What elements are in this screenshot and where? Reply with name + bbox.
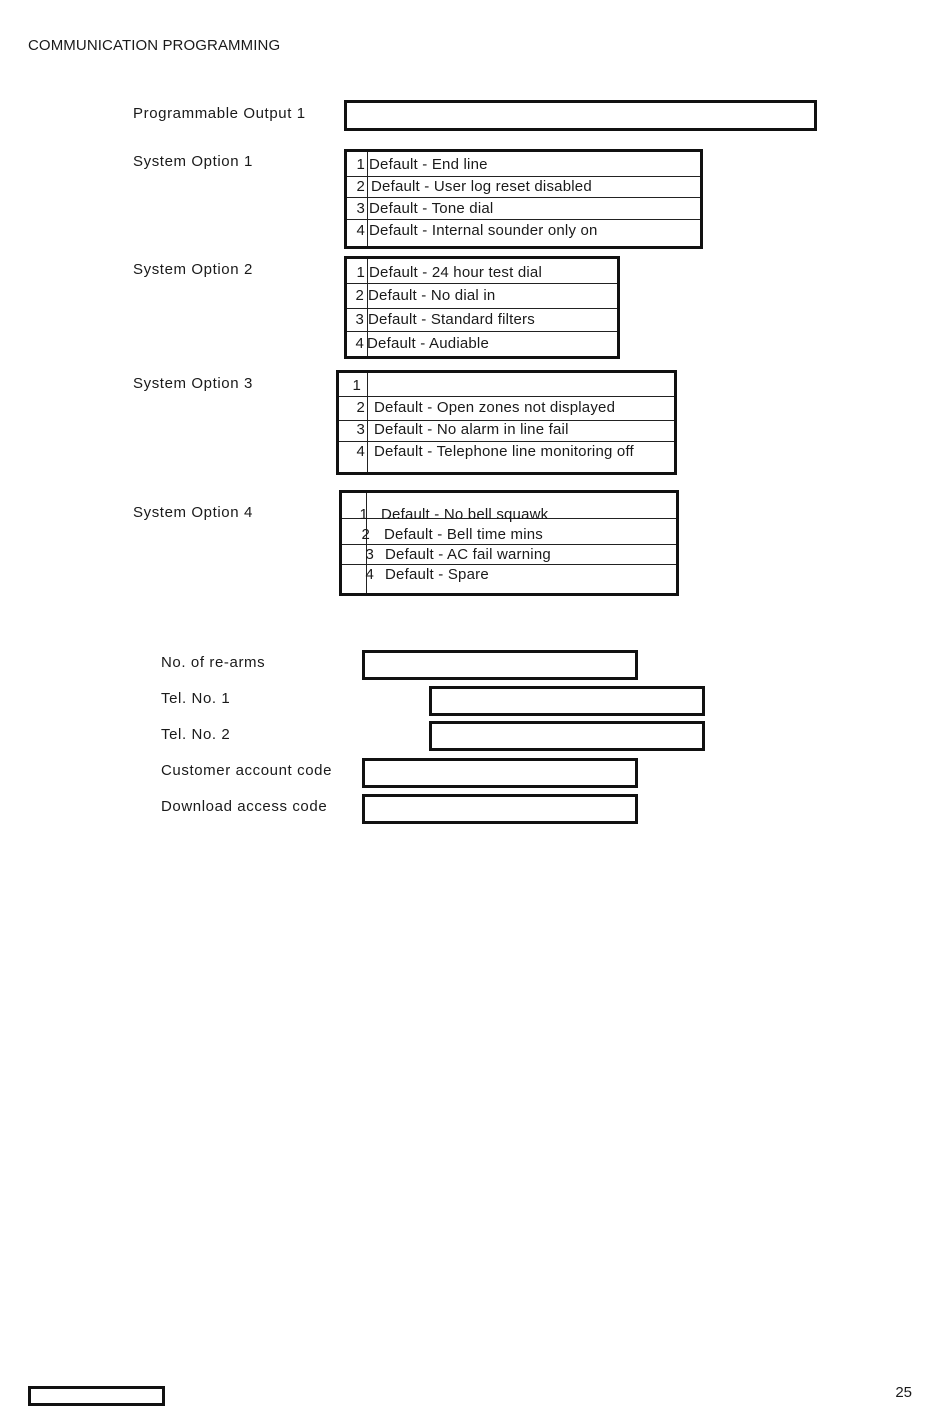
table-row[interactable]: 4 Default - Telephone line monitoring of…	[339, 441, 674, 463]
table-row[interactable]: 3 Default - Standard filters	[347, 309, 617, 331]
table-row[interactable]: 4 Default - Spare	[342, 564, 676, 586]
option-text: Default - No bell squawk	[381, 506, 549, 523]
system-option-4-table: 1 Default - No bell squawk 2 Default - B…	[339, 490, 679, 596]
rearms-label: No. of re-arms	[161, 654, 266, 671]
page-title: COMMUNICATION PROGRAMMING	[28, 37, 281, 54]
option-number: 3	[355, 311, 364, 328]
option-number: 1	[359, 506, 368, 523]
option-text: Default - No alarm in line fail	[374, 421, 569, 438]
option-number: 3	[356, 421, 365, 438]
tel-no-2-field[interactable]	[429, 721, 705, 751]
option-number: 1	[356, 264, 365, 281]
option-text: Default - AC fail warning	[385, 546, 551, 563]
option-number: 2	[355, 287, 364, 304]
customer-account-code-label: Customer account code	[161, 762, 333, 779]
system-option-2-label: System Option 2	[133, 261, 253, 278]
tel-no-2-label: Tel. No. 2	[161, 726, 231, 743]
table-row[interactable]: 1 Default - End line	[347, 154, 700, 176]
option-text: Default - Bell time mins	[384, 526, 544, 543]
table-row[interactable]: 1 Default - 24 hour test dial	[347, 262, 617, 284]
option-number: 2	[356, 399, 365, 416]
tel-no-1-field[interactable]	[429, 686, 705, 716]
page-number: 25	[895, 1384, 912, 1401]
table-row[interactable]: 3 Default - Tone dial	[347, 198, 700, 220]
footer-bar	[28, 1386, 165, 1406]
option-text: Default - End line	[369, 156, 488, 173]
option-number: 4	[365, 566, 374, 583]
system-option-1-table: 1 Default - End line 2 Default - User lo…	[344, 149, 703, 249]
system-option-3-table: 1 2 Default - Open zones not displayed 3…	[336, 370, 677, 475]
table-row[interactable]: 1 Default - No bell squawk	[342, 504, 676, 526]
download-access-code-field[interactable]	[362, 794, 638, 824]
table-row[interactable]: 4 Default - Audiable	[347, 333, 617, 355]
rearms-field[interactable]	[362, 650, 638, 680]
table-row[interactable]: 3 Default - AC fail warning	[342, 544, 676, 566]
system-option-2-table: 1 Default - 24 hour test dial 2 Default …	[344, 256, 620, 359]
option-number: 4	[356, 443, 365, 460]
option-text: Default - Standard filters	[368, 311, 535, 328]
option-number: 2	[361, 526, 370, 543]
option-text: Default - Audiable	[367, 335, 490, 352]
programmable-output-field[interactable]	[344, 100, 817, 131]
download-access-code-label: Download access code	[161, 798, 328, 815]
option-text: Default - Internal sounder only on	[369, 222, 598, 239]
table-row[interactable]: 2 Default - User log reset disabled	[347, 176, 700, 198]
option-text: Default - 24 hour test dial	[369, 264, 542, 281]
table-row[interactable]: 3 Default - No alarm in line fail	[339, 419, 674, 441]
table-row[interactable]: 1	[339, 375, 674, 397]
system-option-1-label: System Option 1	[133, 153, 253, 170]
system-option-3-label: System Option 3	[133, 375, 253, 392]
option-text: Default - Spare	[385, 566, 489, 583]
customer-account-code-field[interactable]	[362, 758, 638, 788]
system-option-4-label: System Option 4	[133, 504, 253, 521]
table-row[interactable]: 2 Default - Open zones not displayed	[339, 397, 674, 419]
option-number: 3	[365, 546, 374, 563]
option-text: Default - Open zones not displayed	[374, 399, 616, 416]
option-number: 1	[352, 377, 361, 394]
option-number: 4	[355, 335, 364, 352]
option-number: 1	[356, 156, 365, 173]
option-text: Default - Tone dial	[369, 200, 494, 217]
table-row[interactable]: 2 Default - Bell time mins	[342, 524, 676, 546]
option-number: 2	[356, 178, 365, 195]
option-text: Default - No dial in	[368, 287, 496, 304]
table-row[interactable]: 2 Default - No dial in	[347, 285, 617, 307]
tel-no-1-label: Tel. No. 1	[161, 690, 231, 707]
programmable-output-label: Programmable Output 1	[133, 105, 306, 122]
option-number: 3	[356, 200, 365, 217]
option-text: Default - User log reset disabled	[371, 178, 592, 195]
option-number: 4	[356, 222, 365, 239]
option-text: Default - Telephone line monitoring off	[374, 443, 634, 460]
table-row[interactable]: 4 Default - Internal sounder only on	[347, 220, 700, 242]
